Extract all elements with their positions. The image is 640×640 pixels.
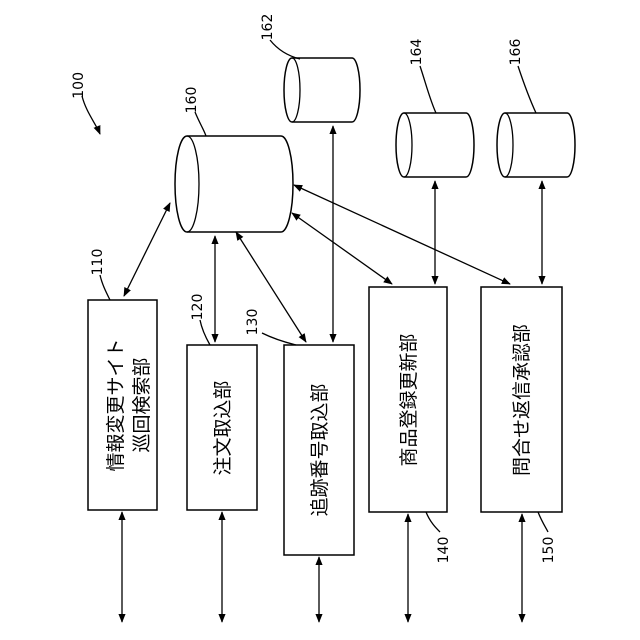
figure-ref-group: 100: [71, 72, 100, 134]
database-162: 162: [260, 14, 360, 122]
block-150-ref: 150: [541, 537, 557, 564]
block-130-ref: 130: [245, 309, 261, 336]
block-110-ref: 110: [90, 249, 106, 276]
block-110: 情報変更サイト 巡回検索部 110: [88, 249, 157, 622]
block-110-label-line1: 情報変更サイト: [105, 338, 127, 471]
block-140: 商品登録更新部 140: [369, 287, 452, 622]
database-162-ref: 162: [260, 14, 276, 41]
database-162-leader: [270, 40, 300, 59]
database-166-ref: 166: [508, 39, 524, 66]
database-162-body: [284, 58, 360, 122]
block-110-leader: [100, 275, 110, 300]
block-130: 追跡番号取込部 130: [245, 309, 354, 622]
block-150-label: 問合せ返信承認部: [511, 324, 533, 476]
block-120: 注文取込部 120: [187, 294, 257, 622]
database-164-leader: [420, 66, 436, 113]
block-140-label: 商品登録更新部: [398, 333, 420, 466]
database-166-leader: [518, 66, 536, 113]
database-164: 164: [396, 39, 474, 177]
database-160: 160: [175, 87, 293, 232]
block-120-label: 注文取込部: [212, 380, 234, 475]
block-150-leader: [538, 512, 548, 532]
block-120-leader: [200, 320, 210, 345]
database-160-body: [175, 136, 293, 232]
block-120-ref: 120: [190, 294, 206, 321]
database-164-ref: 164: [409, 39, 425, 66]
block-140-ref: 140: [436, 537, 452, 564]
database-160-leader: [195, 112, 206, 136]
database-166-body: [497, 113, 575, 177]
database-164-body: [396, 113, 474, 177]
figure-ref: 100: [71, 72, 87, 99]
database-160-ref: 160: [184, 87, 200, 114]
figure-ref-leader: [82, 96, 100, 134]
connector-160-150: [294, 185, 510, 284]
block-130-leader: [262, 333, 296, 345]
block-110-label-line2: 巡回検索部: [131, 357, 153, 452]
connector-160-110: [124, 203, 170, 296]
block-150: 問合せ返信承認部 150: [481, 287, 562, 622]
block-130-label: 追跡番号取込部: [309, 383, 331, 516]
block-140-leader: [426, 512, 440, 532]
database-166: 166: [497, 39, 575, 177]
